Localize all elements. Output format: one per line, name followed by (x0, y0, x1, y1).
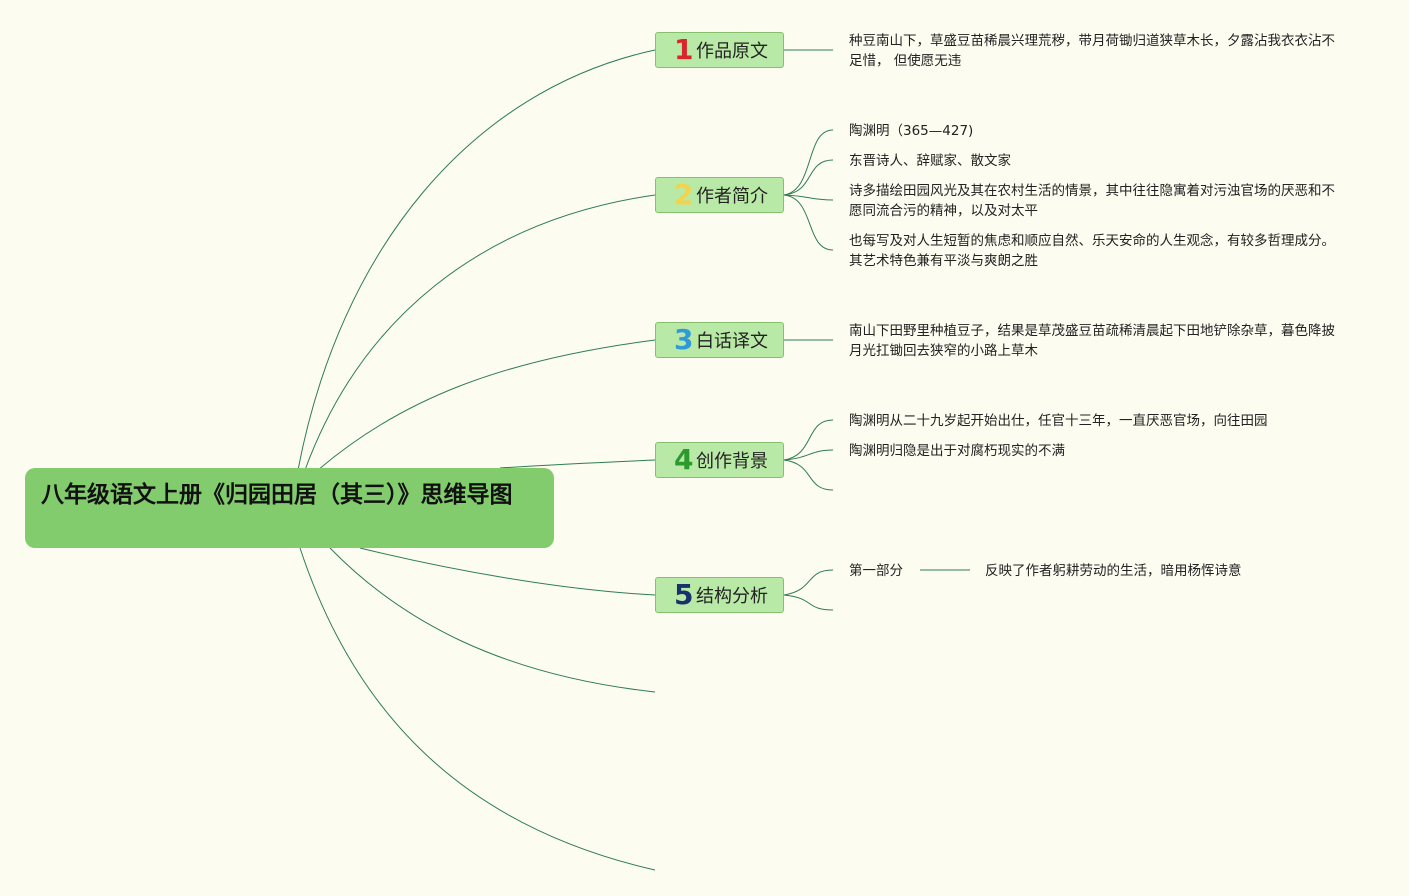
link-root-empty-6 (329, 547, 656, 693)
leaf-translation[interactable]: 南山下田野里种植豆子，结果是草茂盛豆苗疏稀清晨起下田地铲除杂草，暮色降披月光扛锄… (849, 323, 1335, 359)
link-branch4-leaf-2 (783, 449, 834, 461)
link-branch4-leaf-3 (783, 459, 834, 491)
link-branch2-leaf-2 (783, 159, 834, 196)
leaf-background-reclusion[interactable]: 陶渊明归隐是出于对腐朽现实的不满 (849, 443, 1065, 459)
number-5-icon: 5 (674, 578, 694, 611)
leaf-original-text[interactable]: 种豆南山下，草盛豆苗稀晨兴理荒秽，带月荷锄归道狭草木长，夕露沾我衣衣沾不足惜， … (849, 33, 1335, 69)
leaf-author-poetry[interactable]: 诗多描绘田园风光及其在农村生活的情景，其中往往隐寓着对污浊官场的厌恶和不愿同流合… (849, 183, 1335, 219)
link-root-branch-5 (359, 547, 656, 596)
link-branch5-leaf-2 (783, 594, 834, 611)
root-topic[interactable]: 八年级语文上册《归园田居（其三）》思维导图 (25, 468, 554, 548)
leaf-author-dates[interactable]: 陶渊明（365—427) (849, 123, 974, 139)
link-branch2-leaf-3 (783, 194, 834, 201)
branch-label: 创作背景 (696, 451, 768, 472)
branch-structure[interactable]: 5 结构分析 (655, 577, 784, 613)
branch-label: 白话译文 (696, 331, 768, 352)
branch-author-intro[interactable]: 2 作者简介 (655, 177, 784, 213)
link-root-branch-1 (297, 49, 656, 471)
leaf-background-career[interactable]: 陶渊明从二十九岁起开始出仕，任官十三年，一直厌恶官场，向往田园 (849, 413, 1268, 429)
link-branch2-leaf-1 (783, 129, 834, 196)
branch-translation[interactable]: 3 白话译文 (655, 322, 784, 358)
leaf-author-philosophy[interactable]: 也每写及对人生短暂的焦虑和顺应自然、乐天安命的人生观念，有较多哲理成分。其艺术特… (849, 233, 1335, 269)
branch-label: 作者简介 (696, 186, 768, 207)
leaf-author-identity[interactable]: 东晋诗人、辞赋家、散文家 (849, 153, 1011, 169)
branch-label: 作品原文 (696, 41, 768, 62)
branch-original-text[interactable]: 1 作品原文 (655, 32, 784, 68)
branch-background[interactable]: 4 创作背景 (655, 442, 784, 478)
link-branch2-leaf-4 (783, 194, 834, 251)
link-root-empty-7 (299, 547, 656, 871)
number-1-icon: 1 (674, 33, 694, 66)
link-root-branch-2 (304, 194, 656, 471)
number-3-icon: 3 (674, 323, 694, 356)
link-root-branch-4 (499, 459, 656, 469)
number-2-icon: 2 (674, 178, 694, 211)
root-title: 八年级语文上册《归园田居（其三）》思维导图 (41, 482, 513, 508)
leaf-structure-part[interactable]: 第一部分 (849, 563, 903, 579)
link-branch4-leaf-1 (783, 419, 834, 461)
link-branch5-leaf-1 (783, 569, 834, 596)
leaf-structure-detail[interactable]: 反映了作者躬耕劳动的生活，暗用杨恽诗意 (985, 563, 1242, 579)
branch-label: 结构分析 (696, 586, 768, 607)
link-root-branch-3 (317, 339, 656, 471)
number-4-icon: 4 (674, 443, 694, 476)
